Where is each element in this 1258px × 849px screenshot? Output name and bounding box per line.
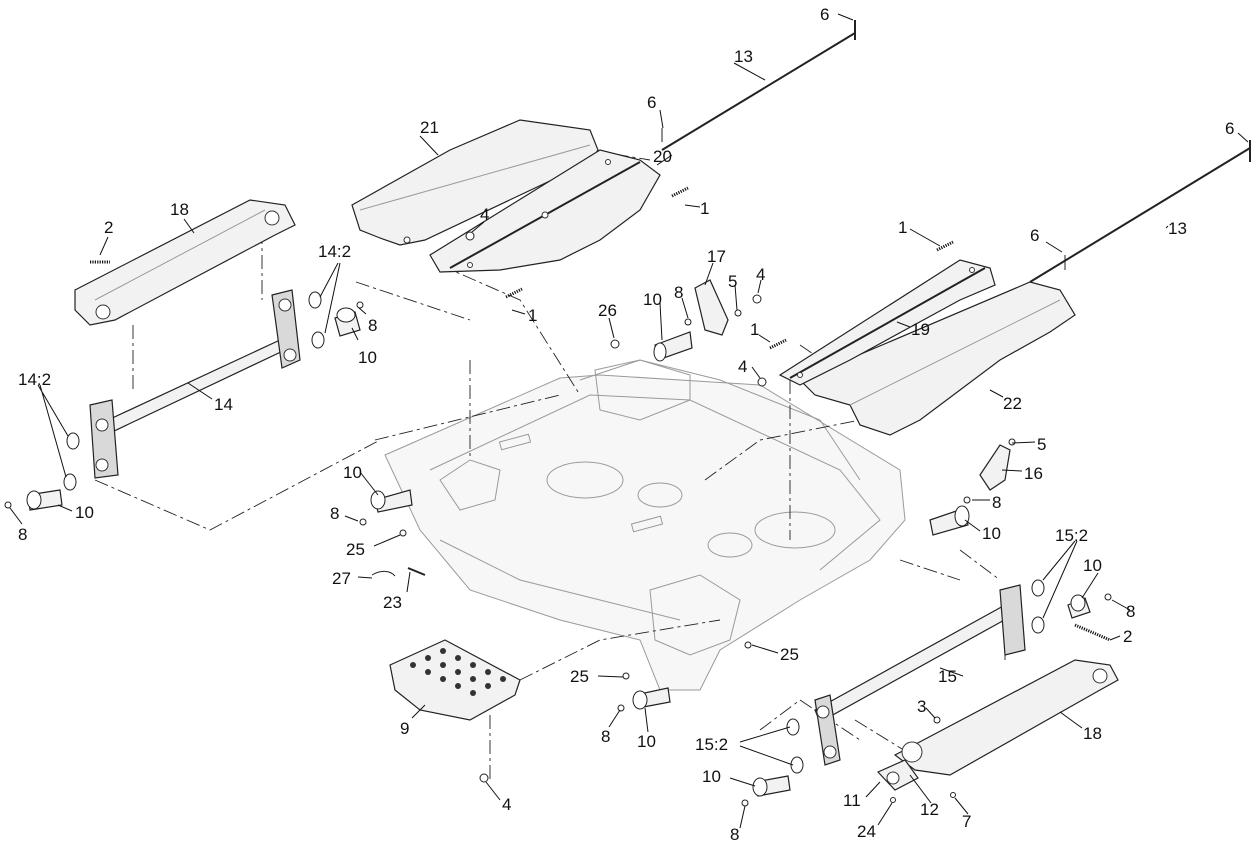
callout-15-2: 15:2 [695,735,728,754]
foot-plate-9 [389,639,521,721]
callout-16: 16 [1024,464,1043,483]
callout-25: 25 [570,667,589,686]
callout-18: 18 [1083,724,1102,743]
callout-1: 1 [528,306,537,325]
callout-25: 25 [780,645,799,664]
shaft-assembly-14 [89,289,301,479]
mounting-bracket-19 [778,259,996,386]
pivot-pins-right [632,594,1091,797]
callout-2: 2 [1123,627,1132,646]
mounting-bracket-20 [429,149,661,273]
bushings-left [63,291,325,491]
latch-11-12 [876,759,919,791]
cover-plate-22 [798,281,1076,436]
callout-6: 6 [1030,226,1039,245]
pivot-pin-center [653,331,693,362]
callout-8: 8 [18,525,27,544]
callout-15: 15 [938,667,957,686]
springs [90,186,1111,642]
callout-27: 27 [332,569,351,588]
callout-8: 8 [1126,602,1135,621]
hardware-fasteners [4,231,1112,807]
bracket-17 [694,279,729,336]
callout-5: 5 [1037,435,1046,454]
callout-5: 5 [728,272,737,291]
pivot-pin-right [929,505,970,536]
callout-7: 7 [962,812,971,831]
callout-22: 22 [1003,394,1022,413]
callout-4: 4 [502,795,511,814]
callout-1: 1 [700,199,709,218]
bracket-16 [979,444,1011,491]
callout-17: 17 [707,247,726,266]
callout-24: 24 [857,822,876,841]
callout-18: 18 [170,200,189,219]
callout-1: 1 [898,218,907,237]
callout-1: 1 [750,320,759,339]
callout-6: 6 [1225,119,1234,138]
callout-2: 2 [104,218,113,237]
callout-10: 10 [702,767,721,786]
callout-10: 10 [358,348,377,367]
callout-4: 4 [738,357,747,376]
callout-8: 8 [674,283,683,302]
leader-lines [9,13,1249,829]
callout-8: 8 [992,493,1001,512]
callout-3: 3 [917,697,926,716]
callout-4: 4 [480,205,489,224]
callout-19: 19 [911,320,930,339]
callout-13: 13 [1168,219,1187,238]
callout-14-2: 14:2 [318,242,351,261]
callout-6: 6 [647,93,656,112]
main-deck-frame [384,359,906,691]
callout-8: 8 [368,316,377,335]
callout-10: 10 [343,463,362,482]
rod-13-upper [661,20,856,151]
callout-11: 11 [843,791,861,810]
callout-10: 10 [75,503,94,522]
callout-4: 4 [756,265,765,284]
callout-15-2: 15:2 [1055,526,1088,545]
callout-26: 26 [598,301,617,320]
callout-14: 14 [214,395,233,414]
callout-12: 12 [920,800,939,819]
clevis-pin-23 [371,567,426,577]
callout-13: 13 [734,47,753,66]
shaft-assembly-15 [814,584,1026,766]
arm-assembly-18-left [74,199,296,326]
callout-8: 8 [730,825,739,844]
callout-10: 10 [982,524,1001,543]
callout-6: 6 [820,5,829,24]
callout-10: 10 [643,290,662,309]
arm-assembly-18-right [893,659,1119,776]
callout-23: 23 [383,593,402,612]
callout-labels: 6 13 6 21 20 1 4 1 6 13 6 1 18 2 14:2 8 … [18,5,1234,844]
callout-14-2: 14:2 [18,370,51,389]
callout-25: 25 [346,540,365,559]
pivot-pins-left [26,307,413,513]
callout-10: 10 [637,732,656,751]
rod-13-right [1029,140,1251,283]
callout-20: 20 [653,147,672,166]
callout-21: 21 [420,118,439,137]
callout-8: 8 [330,504,339,523]
callout-10: 10 [1083,556,1102,575]
bushings-right [786,579,1045,774]
callout-9: 9 [400,719,409,738]
callout-8: 8 [601,727,610,746]
